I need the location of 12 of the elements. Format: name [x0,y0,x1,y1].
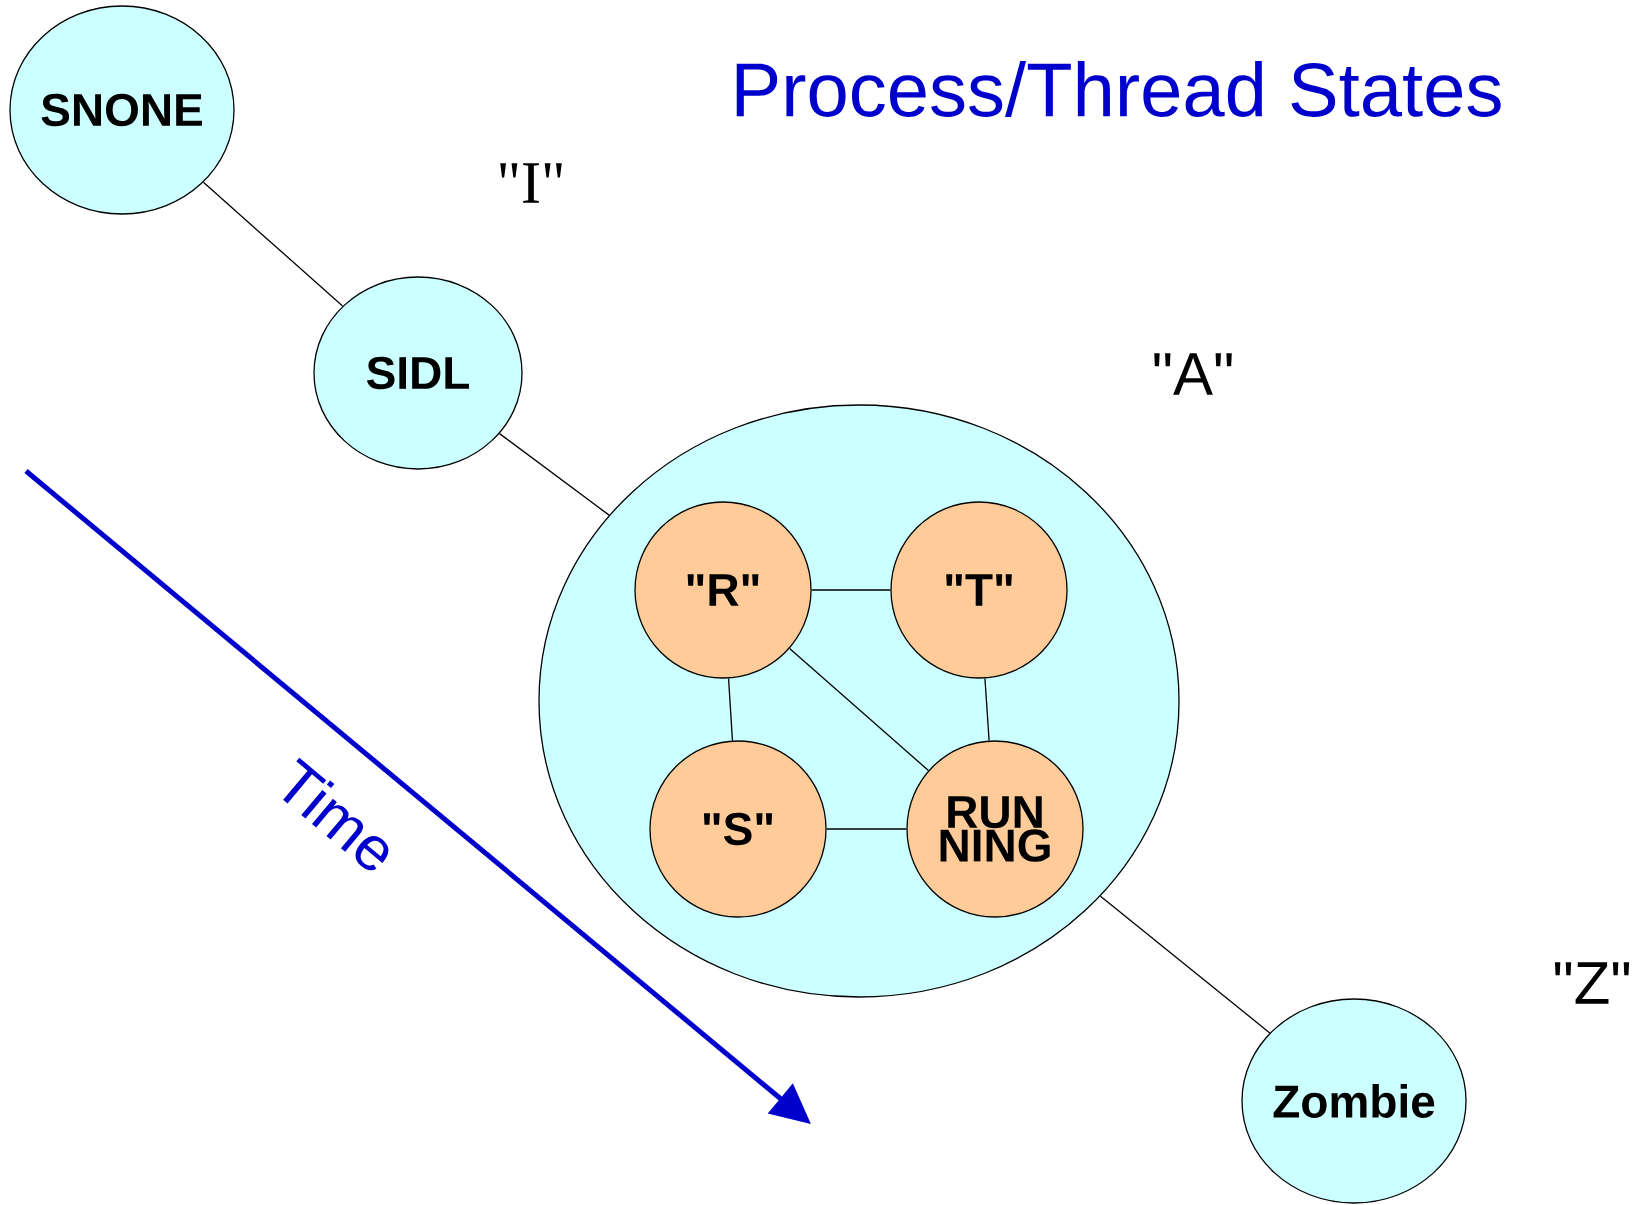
connector-line [811,589,891,591]
state-label: "Z" [1554,962,1630,1004]
title: Process/Thread States [736,61,1501,117]
connector-line [202,181,344,307]
connector-line [788,647,930,772]
state-label: "I" [500,163,562,203]
state-label: "A" [1154,353,1232,395]
connector-line [984,677,990,742]
connector-line [727,677,734,742]
connector-line [1099,895,1271,1034]
connector-line [498,432,610,516]
connector-line [826,828,907,830]
